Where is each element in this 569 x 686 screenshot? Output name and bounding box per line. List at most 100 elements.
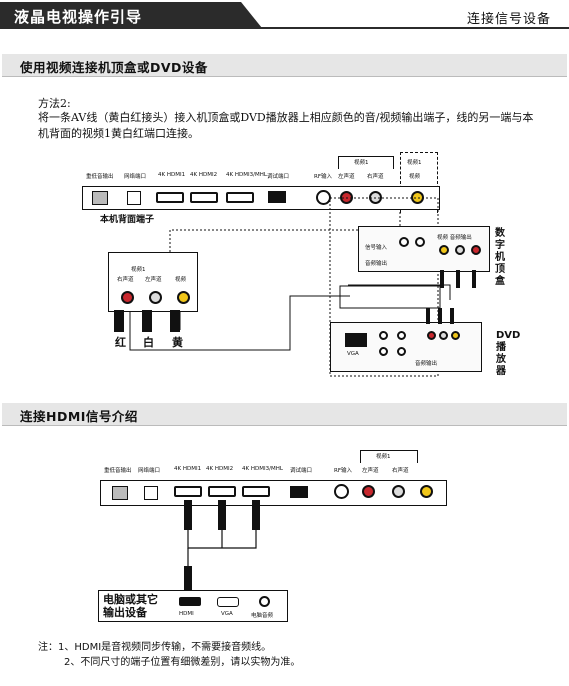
label2-network: 网络端口 [138,468,161,474]
dvd-player: VGA 音频输出 [330,322,482,372]
zoom-label-right: 右声道 [117,277,134,283]
pc-audio-label: 电脑音频 [251,613,274,619]
pc-device-box: 电脑或其它 输出设备 HDMI VGA 电脑音频 [98,590,288,622]
dvd-vga-port [345,333,367,347]
label2-audio-out: 重低音输出 [104,468,132,474]
stb-plug-1 [440,270,444,288]
zoom-white-port [149,291,162,304]
dvd-port-4 [397,347,406,356]
method-label: 方法2: [38,97,71,110]
label2-hdmi1: 4K HDMI1 [174,466,202,472]
hdmi3-port [226,192,254,203]
note-2: 2、不同尺寸的端子位置有细微差别，请以实物为准。 [64,657,301,668]
header-right-title: 连接信号设备 [466,12,551,27]
hdmi2-port [190,192,218,203]
pc-hdmi-label: HDMI [179,611,194,617]
audio-out-port [92,191,108,205]
stb-audio-out: 音频输出 [365,261,388,267]
video1-zoom-frame [400,152,438,213]
pc-device-label-1: 电脑或其它 [103,593,158,606]
color-label-white: 白 [143,336,154,349]
section-bar-hdmi: 连接HDMI信号介绍 [2,403,567,426]
label-video1-group: 视频1 [407,160,422,166]
label2-rf: RF输入 [334,468,352,474]
pc-vga-port [217,597,239,607]
pc-hdmi-port [179,597,201,606]
audio-out-port-2 [112,486,128,500]
set-top-box: 信号输入 音频输出 视频 音频输出 [358,226,490,272]
stb-port-2 [415,237,425,247]
video1-bracket [338,156,394,169]
label2-debug: 调试端口 [290,468,313,474]
note-1: 注：1、HDMI是音视频同步传输，不需要接音频线。 [38,642,272,653]
label2-right: 右声道 [392,468,409,474]
dvd-port-1 [379,331,388,340]
debug-port [268,191,286,203]
label-debug: 调试端口 [267,174,290,180]
dvd-plug-1 [426,308,430,324]
dvd-vga-label: VGA [347,351,359,357]
hdmi3-port-2 [242,486,270,497]
stb-audio-l-port [455,245,465,255]
label-rf: RF输入 [314,174,332,180]
hdmi1-port [156,192,184,203]
color-label-yellow: 黄 [172,336,183,349]
label2-left: 左声道 [362,468,379,474]
dvd-plug-3 [450,308,454,324]
hdmi1-port-2 [174,486,202,497]
pc-vga-label: VGA [221,611,233,617]
label-audio-out: 重低音输出 [86,174,114,180]
video1-bracket-2 [360,450,418,463]
network-port [127,191,141,205]
stb-label: 数字机顶盒 [495,228,505,287]
label-video-col: 视频 [409,174,421,180]
dvd-label: DVD播放器 [496,330,521,377]
zoom-label-video: 视频 [175,277,187,283]
label-right: 右声道 [367,174,384,180]
zoom-yellow-port [177,291,190,304]
stb-plug-2 [456,270,460,288]
method-description: 将一条AV线（黄白红接头）接入机顶盒或DVD播放器上相应颜色的音/视频输出端子，… [38,111,534,140]
dvd-port-red [427,331,436,340]
plug-white [142,310,152,332]
back-panel-caption: 本机背面端子 [100,215,155,225]
section-title-video: 使用视频连接机顶盒或DVD设备 [20,60,208,75]
label-hdmi2: 4K HDMI2 [190,172,218,178]
audio-left-port-2 [362,485,375,498]
stb-video-port [439,245,449,255]
stb-signal-in: 信号输入 [365,245,388,251]
header-rule [0,27,569,29]
label2-video1: 视频1 [376,454,391,460]
header-tab: 液晶电视操作引导 [0,2,262,28]
stb-video-audio-out: 视频 音频输出 [437,235,472,241]
label2-hdmi3: 4K HDMI3/MHL [242,466,283,472]
header-title: 液晶电视操作引导 [14,8,143,26]
dvd-port-2 [379,347,388,356]
plug-red [114,310,124,332]
video1-zoom-panel: 视频1 右声道 左声道 视频 [108,252,198,312]
label-hdmi1: 4K HDMI1 [158,172,186,178]
dvd-port-yellow [451,331,460,340]
label-left: 左声道 [338,174,355,180]
section-title-hdmi: 连接HDMI信号介绍 [20,409,138,424]
dvd-port-3 [397,331,406,340]
color-label-red: 红 [115,336,126,349]
zoom-label-video1: 视频1 [131,267,146,273]
label2-hdmi2: 4K HDMI2 [206,466,234,472]
debug-port-2 [290,486,308,498]
rf-port-2 [334,484,349,499]
zoom-label-left: 左声道 [145,277,162,283]
hdmi2-port-2 [208,486,236,497]
video-port-2 [420,485,433,498]
zoom-red-port [121,291,134,304]
network-port-2 [144,486,158,500]
stb-audio-r-port [471,245,481,255]
back-panel-diagram-2: 重低音输出 网络端口 4K HDMI1 4K HDMI2 4K HDMI3/MH… [100,446,445,506]
pc-audio-port [259,596,270,607]
diagram1-cables [129,197,451,377]
plug-yellow [170,310,180,332]
stb-plug-3 [472,270,476,288]
section-bar-video: 使用视频连接机顶盒或DVD设备 [2,54,567,77]
dvd-port-white [439,331,448,340]
